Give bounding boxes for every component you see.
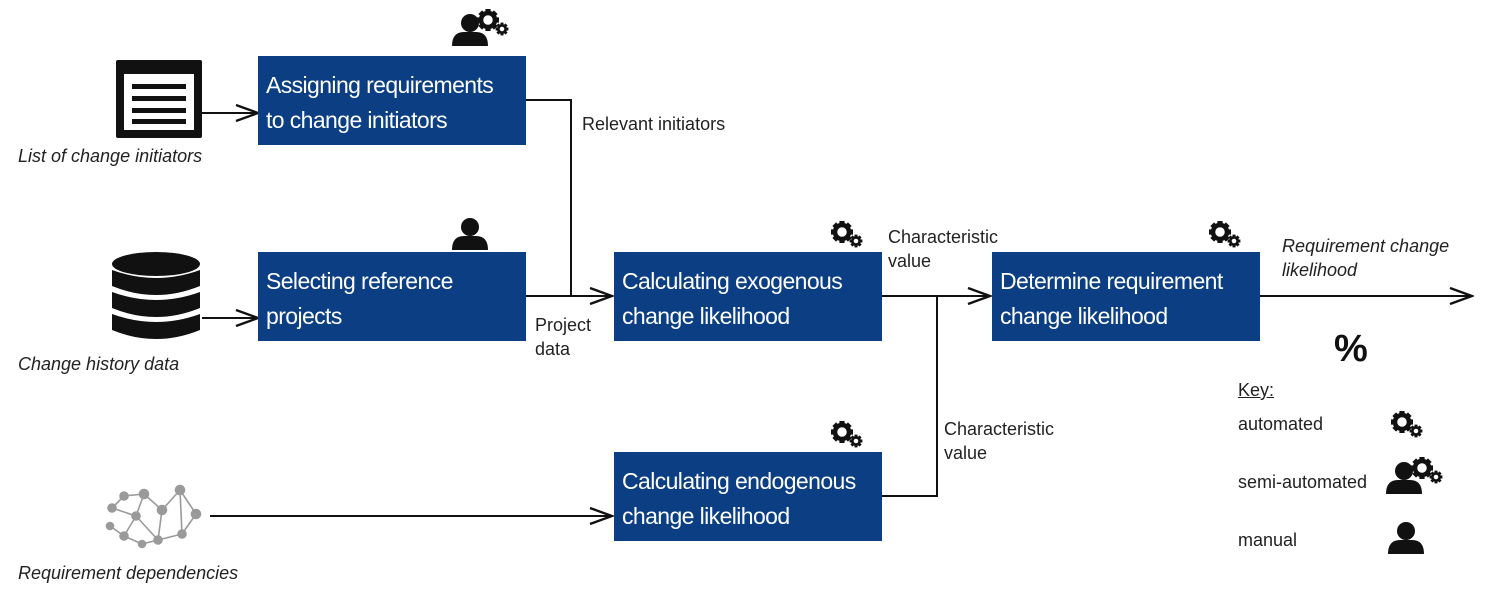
input-label-history: Change history data <box>18 354 180 374</box>
flow-label-relevant-initiators: Relevant initiators <box>582 114 726 134</box>
semi-automated-icon <box>452 9 508 46</box>
connectors <box>202 99 1472 516</box>
step-assigning-requirements: Assigning requirements to change initiat… <box>258 56 526 145</box>
step-selecting-reference-projects: Selecting reference projects <box>258 252 526 341</box>
flow-label-characteristic-value-top: Characteristic value <box>888 225 998 273</box>
key-label-manual: manual <box>1238 530 1298 550</box>
key-semi-automated-icon <box>1386 457 1442 494</box>
step-label-line1: Assigning requirements <box>266 72 494 98</box>
step-label-line2: change likelihood <box>622 503 790 529</box>
step-label-line1: Calculating endogenous <box>622 468 856 494</box>
flow-label-line: Characteristic <box>944 419 1055 439</box>
key-label-automated: automated <box>1238 414 1324 434</box>
flow-label-project-data: Project data <box>535 313 591 361</box>
step-label-line1: Determine requirement <box>1000 268 1223 294</box>
flow-label-output: Requirement change likelihood <box>1282 234 1449 282</box>
line-endogenous-to-merge <box>882 296 938 497</box>
input-label-initiators: List of change initiators <box>18 146 203 166</box>
step-label-line2: change likelihood <box>622 303 790 329</box>
key-label-semi-automated: semi-automated <box>1238 472 1368 492</box>
key-manual-icon <box>1388 522 1424 554</box>
document-list-icon <box>116 60 202 138</box>
database-icon <box>112 252 200 339</box>
flow-label-line: Project <box>535 315 592 335</box>
flow-label-line: Characteristic <box>888 227 999 247</box>
key-title: Key: <box>1238 380 1275 400</box>
automated-icon <box>831 221 862 247</box>
percent-symbol: % <box>1334 328 1368 370</box>
automated-icon <box>1209 221 1240 247</box>
step-label-line2: change likelihood <box>1000 303 1168 329</box>
flow-label-line: value <box>944 443 988 463</box>
network-graph-icon <box>105 484 202 549</box>
flow-label-characteristic-value-bottom: Characteristic value <box>944 417 1054 465</box>
step-label-line1: Selecting reference <box>266 268 453 294</box>
input-label-dependencies: Requirement dependencies <box>18 563 239 583</box>
step-determine-requirement: Determine requirement change likelihood <box>992 252 1260 341</box>
flow-label-line: likelihood <box>1282 260 1358 280</box>
flow-label-line: data <box>535 339 571 359</box>
key-automated-icon <box>1391 411 1422 437</box>
flow-label-line: value <box>888 251 932 271</box>
step-label-line2: to change initiators <box>266 107 448 133</box>
step-calculating-exogenous: Calculating exogenous change likelihood <box>614 252 882 341</box>
step-calculating-endogenous: Calculating endogenous change likelihood <box>614 452 882 541</box>
step-label-line2: projects <box>266 303 342 329</box>
automated-icon <box>831 421 862 447</box>
flow-label-line: Requirement change <box>1282 236 1450 256</box>
line-relevant-initiators <box>526 99 572 296</box>
manual-icon <box>452 218 488 250</box>
step-label-line1: Calculating exogenous <box>622 268 843 294</box>
